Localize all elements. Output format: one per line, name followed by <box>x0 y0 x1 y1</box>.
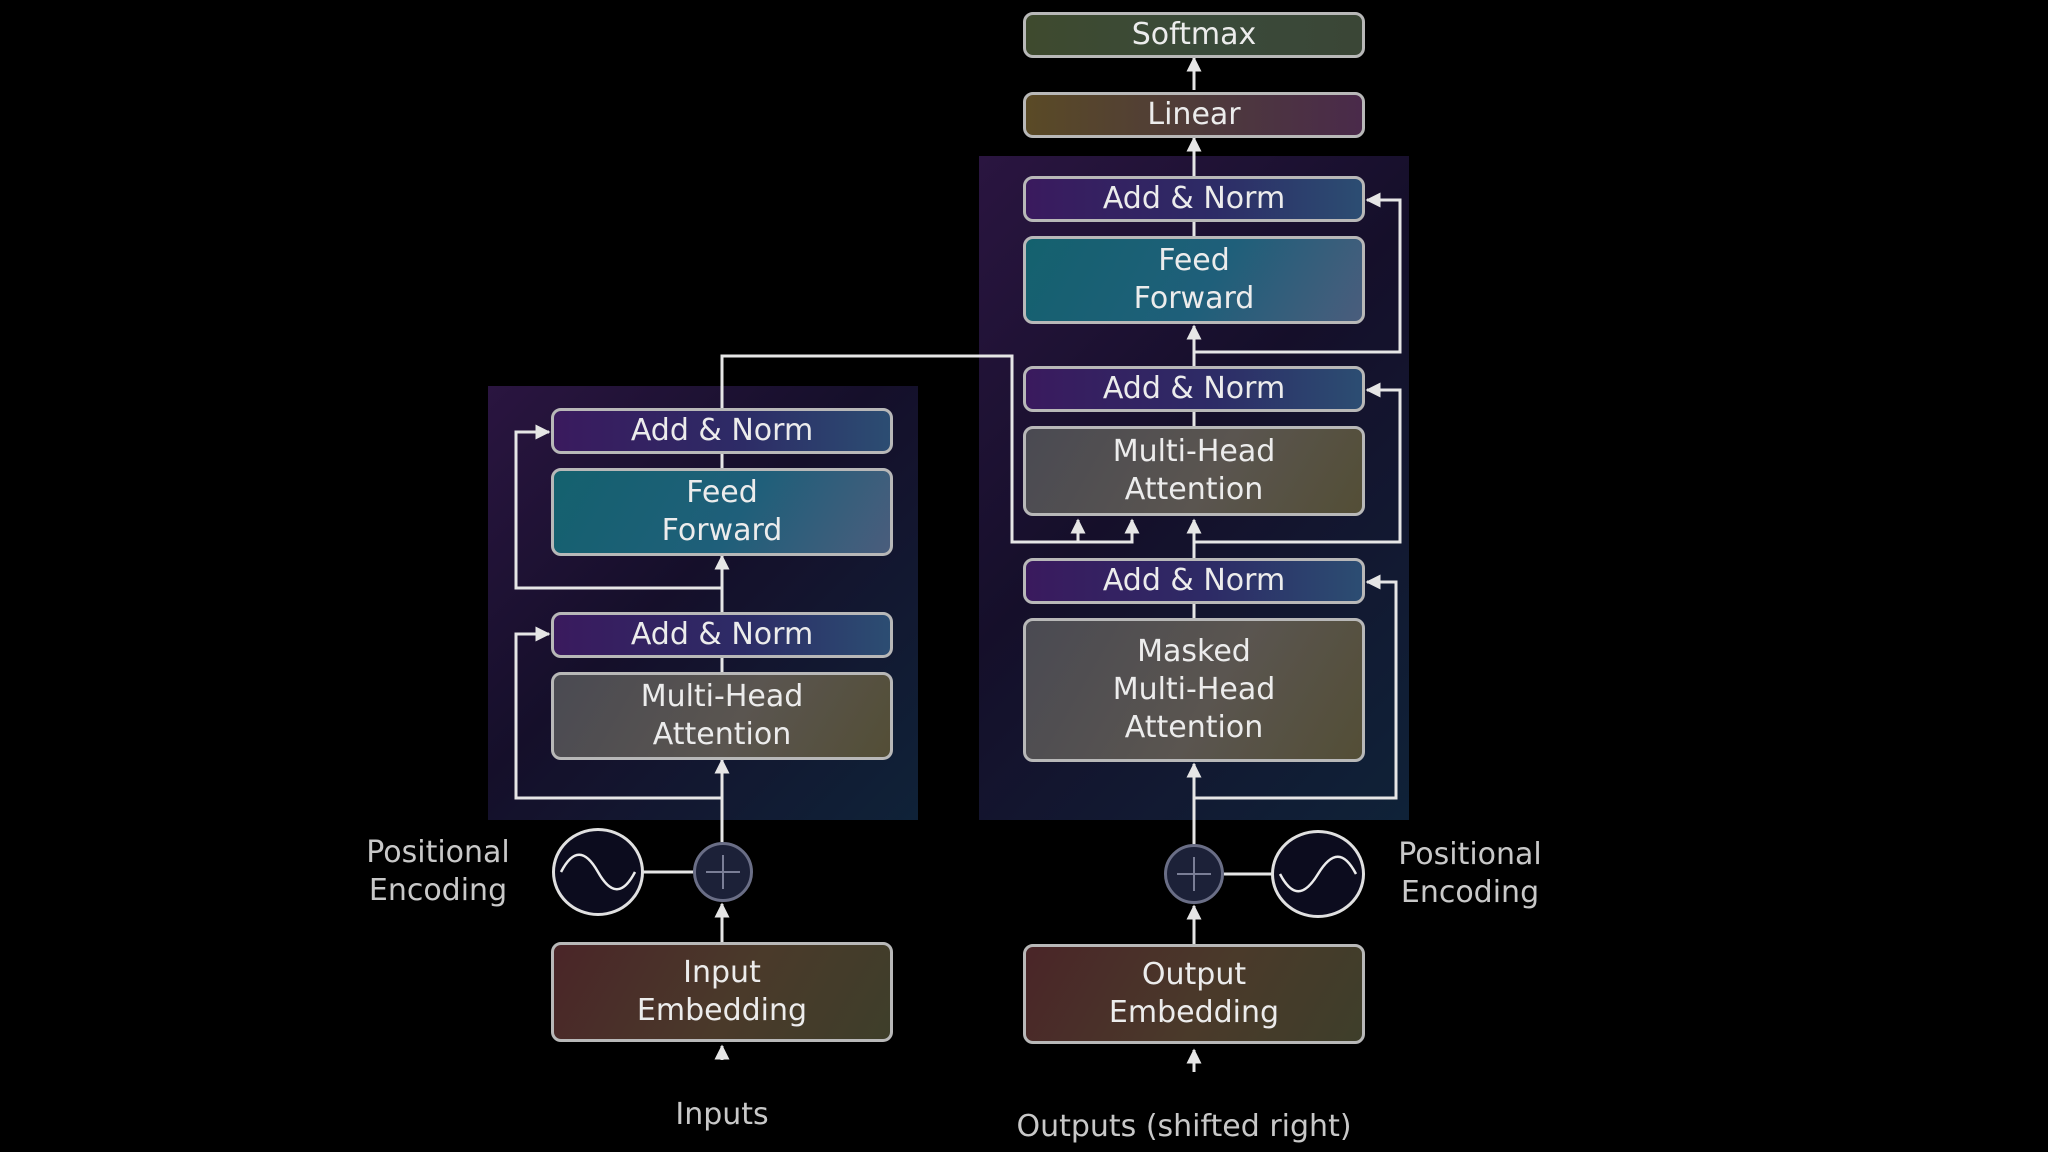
plus-icon <box>706 855 740 889</box>
decoder-residual-1 <box>1194 574 1398 800</box>
encoder-positional-wave <box>552 828 644 916</box>
softmax-box: Softmax <box>1023 12 1365 58</box>
sine-wave-icon <box>559 853 637 891</box>
decoder-multi-head-attention: Multi-Head Attention <box>1023 426 1365 516</box>
decoder-add-norm-top: Add & Norm <box>1023 176 1365 222</box>
outputs-label: Outputs (shifted right) <box>1016 1109 1352 1144</box>
output-embedding: Output Embedding <box>1023 944 1365 1044</box>
encoder-to-decoder-wire-2 <box>1012 518 1086 544</box>
decoder-masked-multi-head-attention: Masked Multi-Head Attention <box>1023 618 1365 762</box>
decoder-add-norm-bottom: Add & Norm <box>1023 558 1365 604</box>
decoder-residual-2 <box>1194 382 1402 544</box>
decoder-positional-wave <box>1271 830 1365 918</box>
encoder-to-decoder-wire <box>720 354 1140 544</box>
inputs-label: Inputs <box>675 1097 769 1132</box>
decoder-residual-3 <box>1194 192 1402 354</box>
decoder-positional-label: Positional Encoding <box>1398 837 1542 910</box>
encoder-residual-1 <box>514 626 722 800</box>
encoder-positional-label: Positional Encoding <box>366 835 510 908</box>
input-embedding: Input Embedding <box>551 942 893 1042</box>
encoder-add-circle <box>693 842 753 902</box>
decoder-add-circle <box>1164 844 1224 904</box>
decoder-feed-forward: Feed Forward <box>1023 236 1365 324</box>
encoder-add-norm-bottom: Add & Norm <box>551 612 893 658</box>
sine-wave-icon <box>1278 855 1358 893</box>
plus-icon <box>1177 857 1211 891</box>
encoder-multi-head-attention: Multi-Head Attention <box>551 672 893 760</box>
decoder-add-norm-mid: Add & Norm <box>1023 366 1365 412</box>
linear-box: Linear <box>1023 92 1365 138</box>
encoder-add-norm-top: Add & Norm <box>551 408 893 454</box>
encoder-residual-2 <box>514 424 722 590</box>
encoder-feed-forward: Feed Forward <box>551 468 893 556</box>
